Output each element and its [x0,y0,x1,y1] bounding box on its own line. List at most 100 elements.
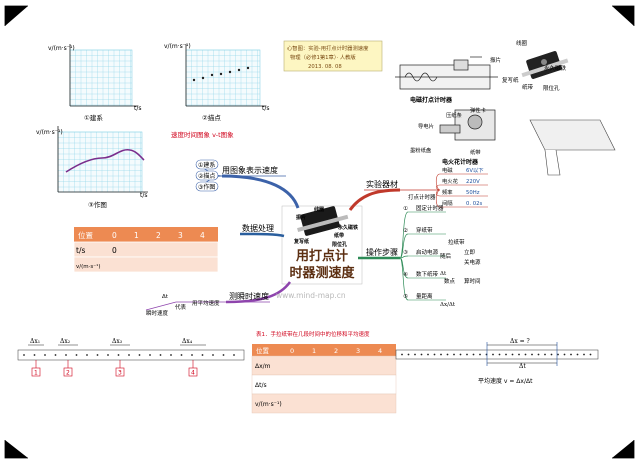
tape-right-dot [518,353,520,356]
spark-part-label: 压纸条 [446,111,463,119]
steps-sub-dt: Δt [440,271,447,277]
central-node[interactable]: 线圈振片永久磁铁复写纸限位孔纸带 用打点计 时器测速度 [281,205,363,285]
central-node-title-1: 用打点计 [295,248,348,264]
spark-timer-caption: 电火花计时器 [442,158,479,166]
plot-point [219,72,223,76]
tape-right-dot [583,353,585,356]
tape-left-dot [212,354,214,356]
step-connector [399,233,409,259]
tape-left-label: Δx₄ [182,338,193,345]
device-label: 永久磁铁 [544,64,567,72]
table1-row-bg [73,241,219,258]
electromagnetic-timer-illustration [395,56,498,90]
steps-sub: 拉纸带 随后 立即 关电源 数点 算时间 Δt Δx/Δt [440,238,481,308]
graph-item-2[interactable]: ②描点 [198,172,215,180]
tape-left-dot [170,354,172,356]
table2-row-label: v/(m·s⁻¹) [255,401,282,408]
tape-right-formula: 平均速度 v = Δx/Δt [478,377,533,385]
watermark: www.mind-map.cn [276,291,346,300]
device-label: 线圈 [516,39,528,47]
step-connector [399,257,409,301]
graph-2-xlabel: t/s [262,105,270,112]
tape-left-dot [222,354,225,356]
tape-left-number: 4 [191,370,195,377]
table2-row-bg [251,374,397,395]
instant-sub-1: 代表 [175,303,187,311]
tape-left-dot [180,354,183,356]
table2-row-label: Δt/s [255,382,267,389]
tape-right-dot [446,353,449,356]
vt-graph-note: 速度时间图象 v-t图象 [171,130,234,139]
graph-3-curve [65,148,145,173]
tape-left-dot [107,354,109,356]
tape-left-label: Δx₃ [112,338,123,345]
steps-sub-then: 随后 [440,252,452,260]
elec-timer-caption: 电磁打点计时器 [410,96,453,104]
branch-data-label[interactable]: 数据处理 [242,223,274,233]
graph-3-ylabel: v/(m·s⁻¹) [36,129,63,136]
instant-sub-2: 用平均速度 [192,299,220,307]
device-label: 复写纸 [502,76,519,84]
steps-sub-count: 数点 [444,277,456,285]
graph-item-3[interactable]: ③作图 [198,183,215,191]
equip-connector [435,173,441,191]
table2-header: 3 [356,347,360,355]
graph-2-caption: ②描点 [202,113,221,122]
tape-right-dot [407,353,410,356]
device-label: 振片 [490,56,501,64]
table1-row-bg [73,256,219,273]
branch-equip-label[interactable]: 实验器材 [366,179,398,189]
graph-item-1[interactable]: ①建系 [198,161,215,169]
tape-right-dot [453,353,455,356]
equip-row-value: 50Hz [466,190,480,196]
tape-right-dot [563,353,566,356]
equip-connector [435,189,441,208]
branch-instant-label[interactable]: 测瞬时速度 [229,291,269,301]
tape-left-dot [96,354,99,356]
tape-right-dot [420,353,423,356]
equip-row-value: 6V以下 [466,167,484,174]
table2-row-bg [251,393,397,414]
table1-header: 位置 [78,230,93,240]
table1-header-bg [74,227,218,242]
equip-row-name: 电火花 [442,177,459,185]
tape-left-dot [138,354,141,356]
step-text: 穿纸带 [416,226,433,234]
tape-left-dot [33,354,36,356]
spark-part-label: 弹性卡 [470,106,487,114]
step-connector [399,211,409,259]
tape-left-dot [233,354,235,356]
step-number: ② [403,227,408,234]
tape-left-dot [159,354,162,356]
table1-header: 3 [178,231,183,240]
tape-right-dot [459,353,462,356]
tape-right-dot [492,353,494,356]
tape-right-dot [440,353,442,356]
step-number: ③ [403,250,408,256]
graph-3-caption: ③作图 [88,200,107,209]
branch-graph-label[interactable]: 用图象表示速度 [222,165,278,175]
steps-ratio: Δx/Δt [440,302,456,308]
tape-right-dt: Δt [519,363,526,370]
tape-right-dot [498,353,501,356]
tape-right-dot [414,353,416,356]
branch-steps-label[interactable]: 操作步骤 [366,247,398,257]
step-number: ① [403,206,408,212]
tape-left-number-box [63,367,73,377]
step-text: 启动电源 [416,248,439,256]
equip-timer-label: 打点计时器 [408,193,436,201]
graph-1-caption: ①建系 [84,113,103,122]
steps-sub-pull: 拉纸带 [448,238,465,246]
tape-left-number: 2 [66,370,70,377]
central-device-label: 永久磁铁 [337,224,359,231]
tape-right-dot [531,353,533,356]
tape-left-number: 1 [34,370,38,377]
tape-left-dot [201,354,204,356]
equip-row-name: 电磁 [442,166,453,174]
graph-2-ylabel: v/(m·s⁻¹) [164,43,191,50]
title-line-3: 2013. 08. 08 [308,64,342,70]
tape-right-dot [505,353,507,356]
plot-point [201,76,205,80]
